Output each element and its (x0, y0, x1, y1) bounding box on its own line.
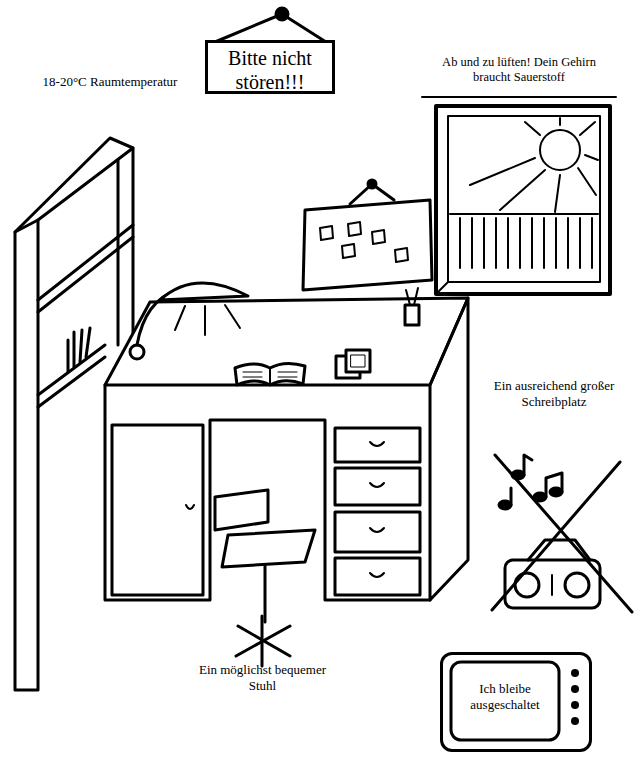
chair-note: Ein möglichst bequemer Stuhl (195, 662, 330, 693)
pinboard (303, 180, 432, 290)
temperature-note: 18-20°C Raumtemperatur (40, 74, 180, 90)
tv-knob (571, 669, 579, 677)
tv-knob (571, 685, 579, 693)
node-text: Ich bleibe ausgeschaltet (457, 681, 553, 712)
tv-knob (571, 717, 579, 725)
window (436, 106, 610, 294)
desk (105, 298, 468, 600)
ventilation-note: Ab und zu lüften! Dein Gehirn braucht Sa… (422, 55, 616, 85)
tv-screen (451, 662, 559, 740)
bookshelf (15, 138, 133, 690)
chair (215, 490, 315, 666)
tv-knob (571, 701, 579, 709)
television: Ich bleibe ausgeschaltet (440, 652, 592, 752)
window-note-underline (422, 96, 616, 99)
sign-hanger (215, 8, 326, 42)
desk-note: Ein ausreichend großer Schreibplatz (478, 378, 630, 409)
desk-lamp (130, 283, 248, 359)
crossed-out-radio (492, 455, 632, 612)
desk-items (235, 288, 419, 385)
door-sign: Bitte nicht stören!!! (205, 40, 335, 94)
node-text: Bitte nicht stören!!! (210, 46, 330, 94)
